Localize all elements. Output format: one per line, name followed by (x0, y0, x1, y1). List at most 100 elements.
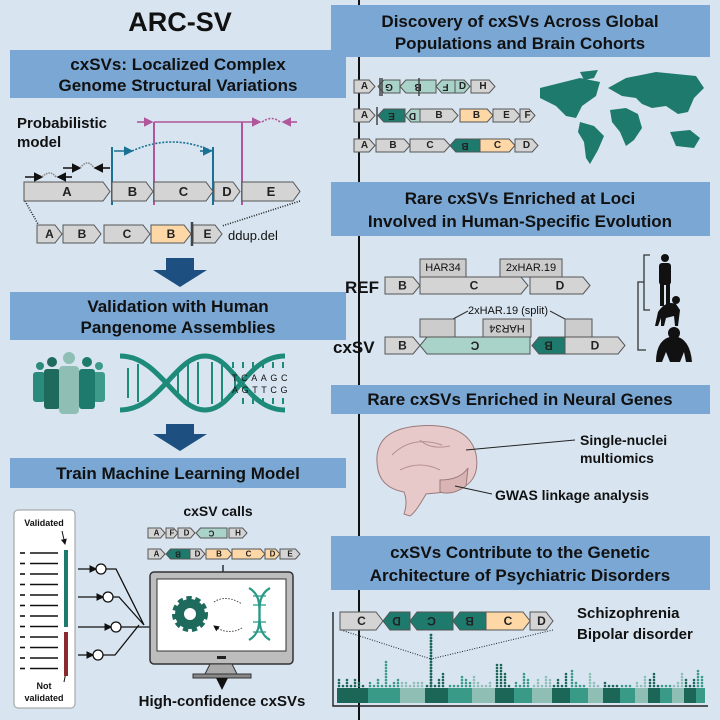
gene-block: C (409, 138, 451, 153)
chromosome-band (684, 688, 696, 703)
gene-segment-label: D (591, 339, 600, 353)
gene-segment-label: F (170, 529, 175, 538)
gear-icon (172, 596, 208, 632)
snp-point (544, 678, 548, 682)
snp-point (628, 684, 632, 688)
gene-block: G (377, 79, 401, 94)
snp-point (345, 684, 349, 688)
gene-block: B (111, 181, 154, 202)
gene-block: B (384, 336, 421, 355)
manhattan-plot (337, 633, 705, 703)
snp-point (388, 684, 392, 688)
gene-segment-label: C (504, 614, 513, 628)
snp-point (648, 678, 652, 682)
snp-point (615, 684, 619, 688)
lead-snp-point (429, 660, 433, 664)
sequence-bottom: AGTTCG (232, 385, 291, 395)
primate-phylogeny-icon (637, 254, 692, 362)
gene-segment-shape (452, 611, 487, 631)
snp-point (696, 684, 700, 688)
snp-point (441, 678, 445, 682)
gene-block: D (189, 548, 206, 560)
gene-block: A (147, 527, 166, 539)
chromosome-band (495, 688, 514, 703)
snp-point (433, 684, 437, 688)
snp-point (639, 684, 643, 688)
dna-helix-icon (119, 353, 286, 413)
snp-point (464, 684, 468, 688)
snp-point (437, 681, 441, 685)
gene-segment-shape (150, 224, 192, 244)
header-title: Rare cxSVs Enriched in Neural Genes (367, 390, 672, 409)
snp-point (652, 681, 656, 685)
snp-point (460, 681, 464, 685)
snp-point (672, 684, 676, 688)
snp-point (564, 672, 568, 676)
snp-point (353, 681, 357, 685)
gene-segment-shape (205, 548, 233, 560)
gene-block: B (150, 224, 192, 244)
gene-segment-label: B (398, 279, 407, 293)
snp-point (384, 663, 388, 667)
snp-point (384, 675, 388, 679)
snp-point (648, 681, 652, 685)
gene-block: D (404, 108, 421, 123)
snp-point (416, 684, 420, 688)
snp-point (556, 681, 560, 685)
ref-label: REF (345, 278, 379, 297)
gene-segment-label: A (45, 227, 54, 241)
gene-block: D (264, 548, 281, 560)
gene-segment-label: H (235, 529, 241, 538)
snp-point (548, 681, 552, 685)
computer-monitor-icon (149, 571, 294, 679)
gene-block: D (514, 138, 539, 153)
snp-point (692, 681, 696, 685)
snp-point (544, 675, 548, 679)
gene-segment-label: A (154, 550, 160, 559)
snp-point (611, 684, 615, 688)
snp-point (472, 684, 476, 688)
snp-point (408, 684, 412, 688)
gene-block: D (529, 276, 591, 295)
model-label-line1: Probabilistic (17, 115, 107, 132)
snp-point (484, 684, 488, 688)
snp-point (588, 681, 592, 685)
snp-point (588, 678, 592, 682)
header-line1: Rare cxSVs Enriched at Loci (405, 189, 636, 208)
snp-point (607, 684, 611, 688)
snp-point (437, 678, 441, 682)
snp-point (368, 684, 372, 688)
snp-point (536, 681, 540, 685)
snp-point (396, 684, 400, 688)
gene-block: A (353, 138, 376, 153)
gene-segment-label: D (392, 614, 401, 628)
snp-point (400, 681, 404, 685)
gene-segment-label: D (459, 81, 466, 92)
snp-point (700, 678, 704, 682)
gene-segment-shape (529, 611, 554, 631)
lead-snp-point (429, 681, 433, 685)
training-set-panel (13, 509, 76, 709)
header-line2: Involved in Human-Specific Evolution (368, 212, 672, 231)
snp-point (337, 681, 341, 685)
snp-point (495, 681, 499, 685)
snp-point (420, 681, 424, 685)
snp-point (452, 684, 456, 688)
world-map-icon (540, 70, 704, 164)
snp-point (532, 684, 536, 688)
snp-point (592, 684, 596, 688)
snp-point (656, 684, 660, 688)
snp-point (680, 684, 684, 688)
snp-point (495, 669, 499, 673)
snp-point (416, 681, 420, 685)
gene-block: H (470, 79, 496, 94)
snp-point (684, 678, 688, 682)
gene-segment-label: B (167, 227, 176, 241)
chromosome-band (552, 688, 570, 703)
snp-point (548, 684, 552, 688)
gene-segment-label: H (479, 81, 486, 92)
gene-segment-label: F (524, 110, 530, 121)
snp-point (441, 684, 445, 688)
gene-segment-shape (449, 138, 481, 153)
lead-snp-point (429, 666, 433, 670)
